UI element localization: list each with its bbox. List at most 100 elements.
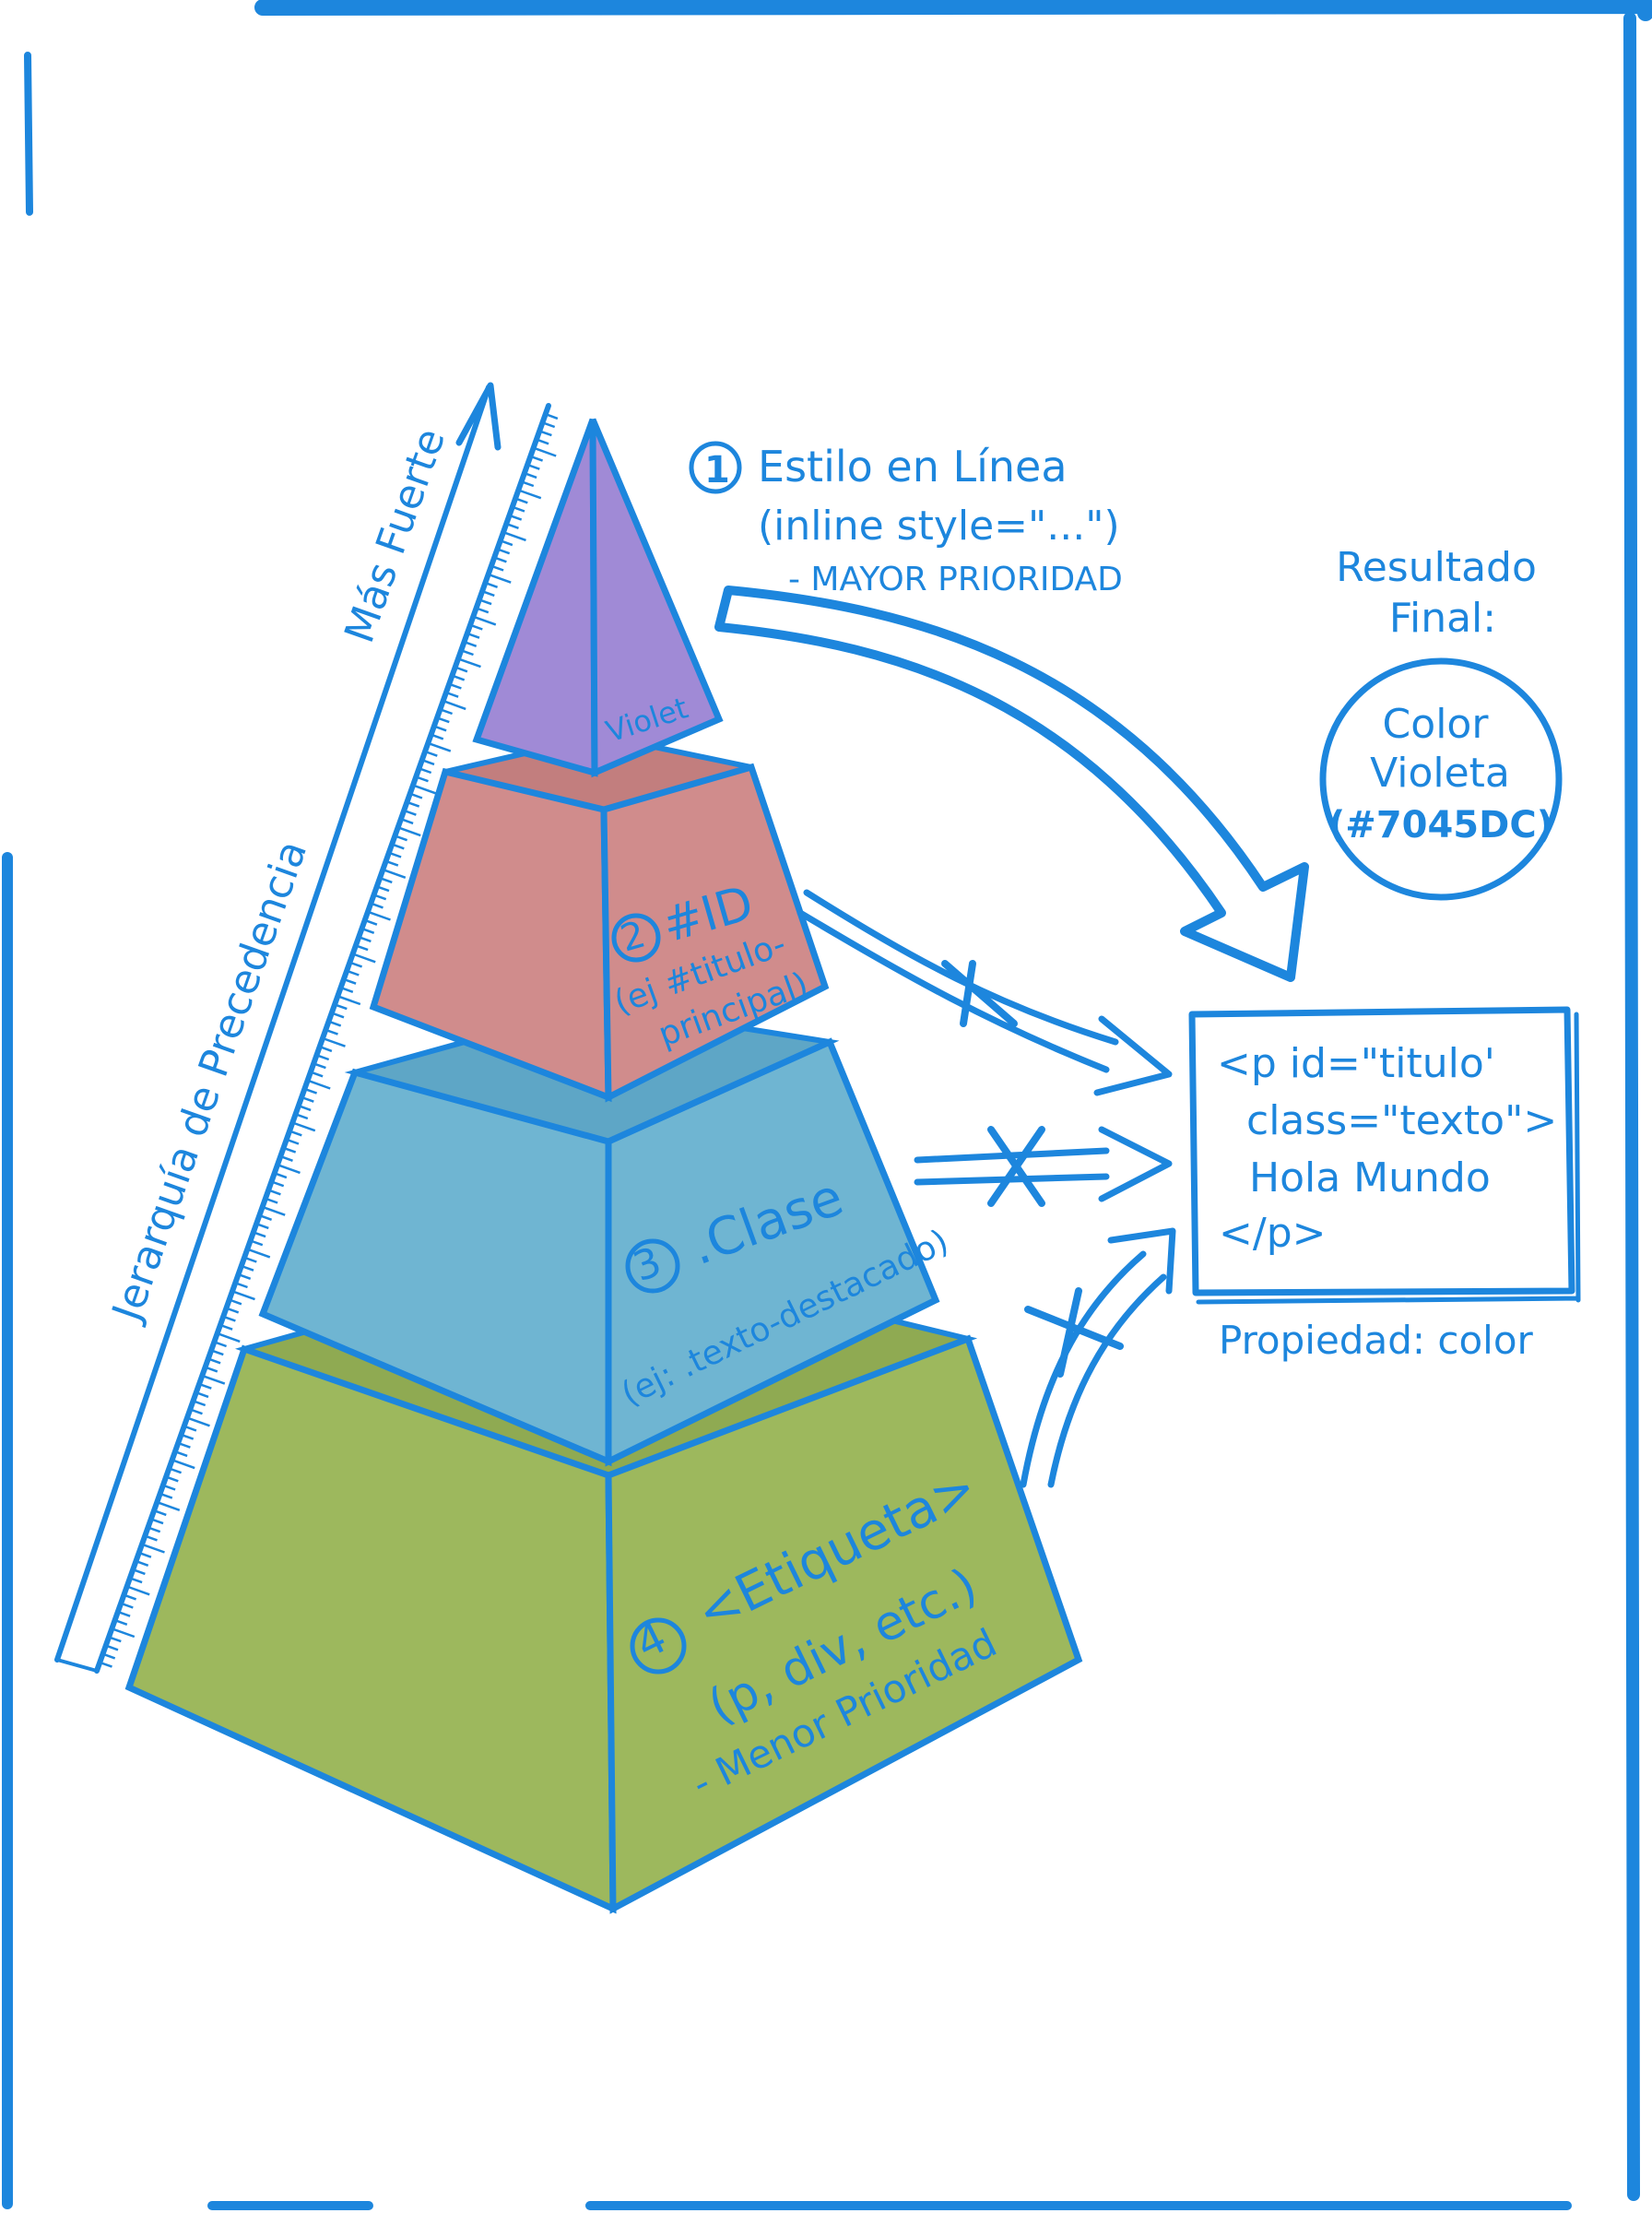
ruler-tick (409, 792, 423, 799)
ruler-tick (376, 885, 390, 893)
ruler-tick (253, 1231, 266, 1238)
blocked-arrow-tag (1020, 1227, 1176, 1488)
ruler-tick (466, 632, 480, 639)
ruler-tick (484, 581, 499, 588)
ruler-tick (171, 1459, 195, 1470)
ruler-tick (464, 640, 478, 647)
ruler-tick (295, 1113, 309, 1120)
code-line-4: </p> (1219, 1210, 1327, 1257)
ruler-tick (111, 1627, 136, 1639)
ruler-tick (533, 446, 557, 457)
ruler-tick (159, 1492, 173, 1499)
result-circle (1319, 657, 1563, 901)
ruler-tick (165, 1475, 179, 1483)
ruler-tick (433, 725, 447, 732)
ruler-tick (114, 1618, 128, 1626)
ruler-tick (352, 953, 376, 964)
ruler-tick (385, 859, 399, 867)
code-line-1: <p id="titulo' (1217, 1040, 1495, 1087)
ruler-tick (283, 1146, 297, 1154)
ruler-tick (271, 1180, 285, 1188)
ruler-tick (394, 834, 408, 842)
ruler-tick (445, 691, 459, 698)
ruler-tick (168, 1467, 183, 1474)
ruler-tick (346, 969, 360, 976)
ruler-tick (255, 1223, 269, 1230)
ruler-tick (424, 750, 438, 757)
ruler-tick (234, 1282, 248, 1289)
level-1-number-badge: 1 (704, 449, 730, 491)
ruler-tick (367, 910, 391, 921)
ruler-tick (439, 708, 454, 716)
ruler-tick (361, 927, 375, 934)
ruler-tick (403, 809, 417, 816)
level-1-block: Violet (472, 418, 724, 778)
ruler-tick (370, 902, 384, 909)
ruler-ticks (99, 412, 559, 1668)
ruler-tick (336, 995, 361, 1006)
level-4-number-circle (630, 1617, 687, 1675)
result-panel: Resultado Final: Color Violeta (#7045DC) (1319, 544, 1563, 901)
ruler-tick (524, 472, 537, 479)
ruler-tick (150, 1518, 164, 1525)
ruler-tick (419, 767, 432, 775)
ruler-tick (521, 480, 535, 488)
ruler-tick (313, 1062, 326, 1070)
ruler-tick (189, 1408, 203, 1415)
ruler-tick (141, 1543, 165, 1554)
ruler-tick (231, 1290, 255, 1301)
ruler-tick (490, 564, 504, 572)
ruler-tick (229, 1298, 242, 1306)
ruler-arrow-head (455, 382, 502, 451)
ruler-tick (156, 1500, 181, 1511)
ruler-tick (277, 1164, 301, 1175)
ruler-tick (397, 826, 421, 837)
level-1-example: (inline style="...") (758, 503, 1120, 550)
ruler-tick (542, 421, 556, 429)
ruler-tick (348, 961, 363, 968)
ruler-tick (219, 1323, 233, 1331)
level-1-number-circle (689, 441, 742, 494)
result-circle-line2: Violeta (1370, 750, 1510, 797)
ruler-tick (322, 1036, 346, 1047)
code-line-3: Hola Mundo (1249, 1154, 1491, 1201)
code-box (1188, 1006, 1575, 1296)
ruler-tick (488, 573, 512, 584)
ruler-tick (493, 556, 507, 563)
ruler-tick (526, 463, 540, 470)
ruler-tick (132, 1568, 146, 1576)
blocked-arrow-class (914, 1126, 1173, 1207)
ruler-tick (246, 1248, 271, 1259)
ruler-tick (181, 1433, 195, 1440)
ruler-tick (328, 1020, 342, 1027)
ruler-tick (457, 657, 481, 669)
ruler-tick (222, 1315, 236, 1322)
ruler-tick (358, 936, 372, 943)
ruler-tick (291, 1121, 316, 1132)
ruler-tick (502, 531, 526, 542)
ruler-tick (460, 649, 474, 657)
ruler-tick (364, 918, 378, 926)
ruler-tick (201, 1374, 226, 1385)
result-heading-line2: Final: (1389, 595, 1496, 642)
ruler-tick (153, 1509, 167, 1517)
ruler-tick (379, 877, 393, 884)
ruler-tick (391, 843, 405, 850)
ruler-tick (452, 674, 466, 681)
ruler-tick (238, 1272, 252, 1280)
ruler-tick (241, 1264, 254, 1272)
ruler-tick (210, 1349, 224, 1356)
ruler-tick (207, 1357, 221, 1365)
winning-arrow (714, 586, 1309, 982)
level-1-caption: 1 Estilo en Línea (inline style="...") -… (689, 441, 1123, 598)
ruler-tick (289, 1130, 302, 1137)
ruler-tick (355, 944, 369, 952)
ruler-tick (148, 1526, 161, 1533)
ruler-tick (478, 598, 492, 606)
ruler-tick (274, 1172, 288, 1179)
ruler-tick (319, 1045, 333, 1053)
ruler-tick (301, 1095, 314, 1103)
ruler-tick (144, 1534, 158, 1542)
level-2-right-face (600, 763, 830, 1103)
